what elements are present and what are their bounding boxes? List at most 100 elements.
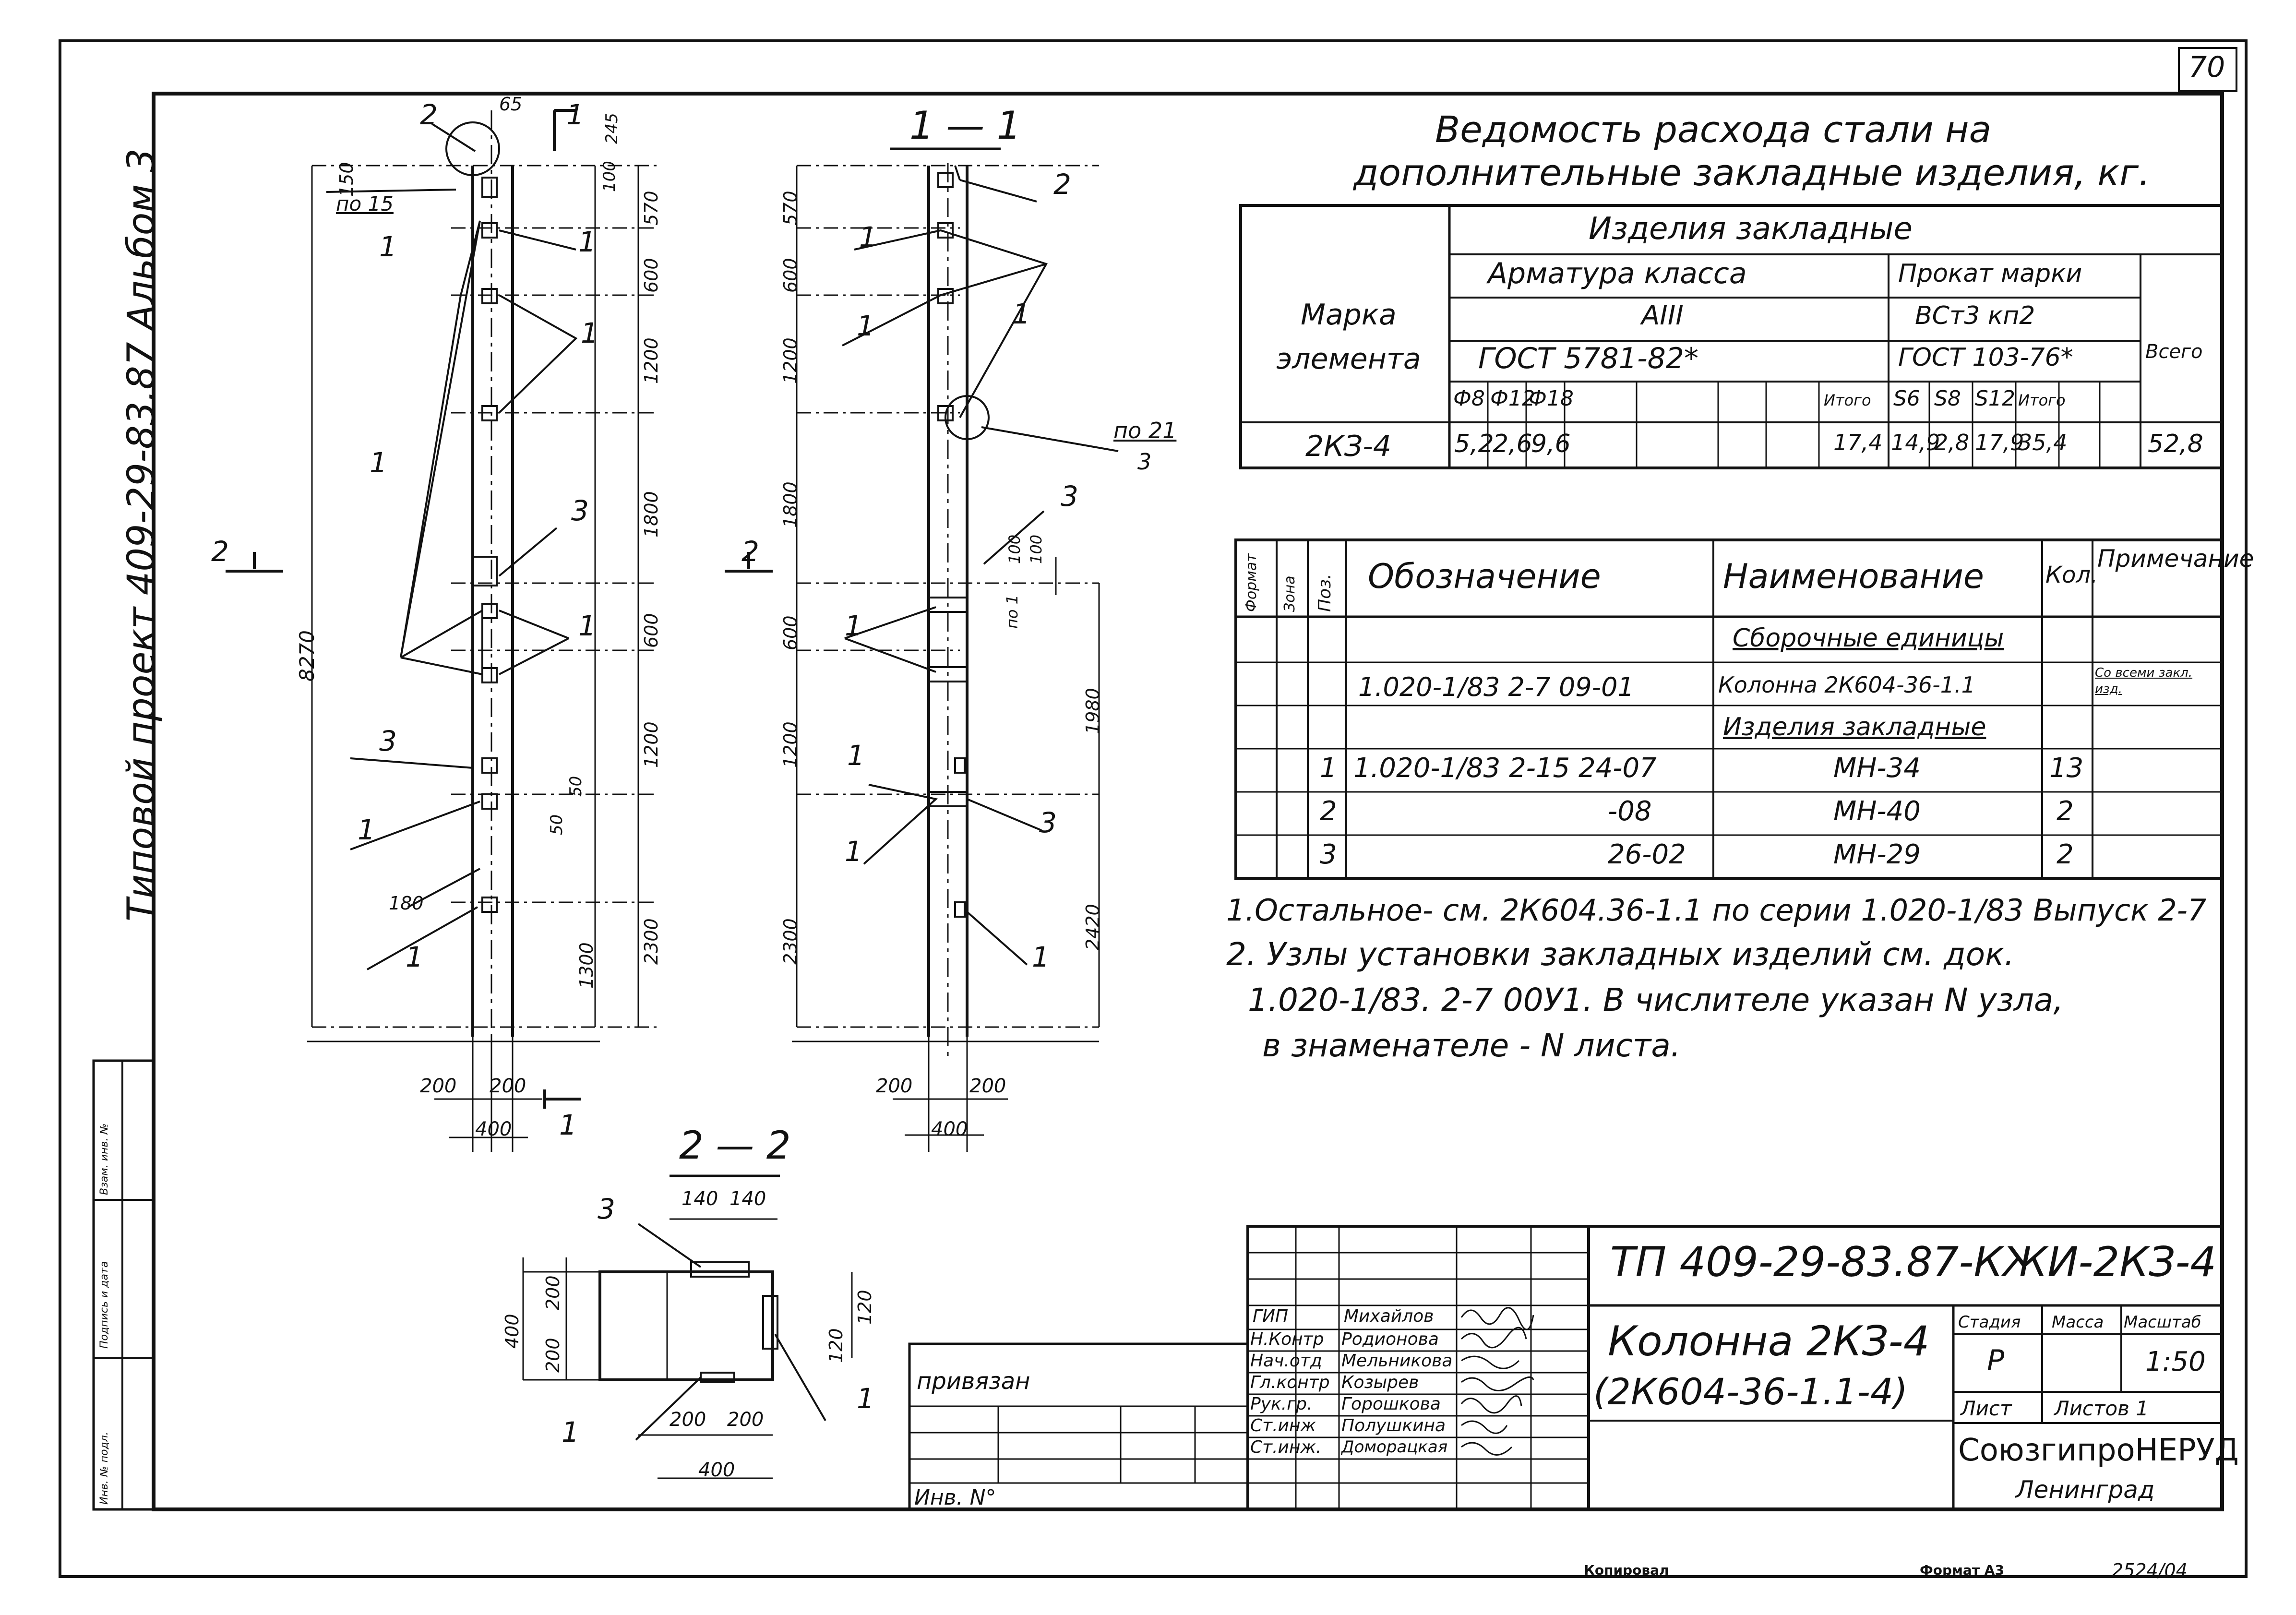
side-elev-1200b: 1200 (780, 721, 801, 768)
title-stage-label: Стадия (1958, 1313, 2021, 1332)
steel-table-title-2: дополнительные закладные изделия, кг. (1353, 151, 2151, 194)
side-elev-600b: 600 (780, 615, 801, 650)
steel-val-f12: 2,6 (1493, 430, 1532, 458)
note-3: 1.020-1/83. 2-7 00У1. В числителе указан… (1248, 981, 2064, 1018)
spec-h-note: Примечание (2097, 545, 2254, 573)
spec-r3-name: МН-34 (1833, 753, 1921, 784)
title-org-1: СоюзгипроНЕРУД (1958, 1433, 2239, 1468)
name-2: Мельникова (1341, 1351, 1453, 1371)
front-cut-1-bottom: 1 (559, 1109, 577, 1141)
steel-rolled-grade: ВСт3 кп2 (1915, 301, 2035, 330)
front-elev-1300: 1300 (576, 942, 597, 989)
front-elev-570: 570 (641, 191, 662, 226)
steel-col-s8: S8 (1934, 386, 1961, 411)
role-5: Ст.инж (1250, 1416, 1316, 1436)
spec-r1-name: Колонна 2К604-36-1.1 (1718, 672, 1975, 698)
steel-rebar-class: АIII (1641, 300, 1684, 331)
steel-col-itogo2: Итого (2018, 391, 2066, 409)
steel-rebar: Арматура класса (1488, 257, 1747, 290)
sec22-pos-1a: 1 (857, 1382, 874, 1415)
steel-val-itogo2: 35,4 (2018, 430, 2068, 455)
spec-h-code: Обозначение (1368, 557, 1601, 596)
front-pos-1e: 1 (578, 610, 596, 642)
steel-rolled: Прокат марки (1898, 259, 2082, 288)
front-pos-1f: 1 (358, 813, 375, 846)
side-pos-1f: 1 (845, 835, 862, 868)
title-name-1: Колонна 2КЗ-4 (1608, 1317, 1930, 1365)
steel-rolled-gost: ГОСТ 103-76* (1898, 343, 2073, 372)
side-pos-1c: 1 (857, 310, 874, 342)
front-pos-2: 2 (420, 98, 438, 131)
front-pos-1a: 1 (379, 230, 397, 263)
role-2: Нач.отд (1250, 1351, 1322, 1371)
steel-table-grid (1239, 204, 2224, 469)
section-2-2-title: 2 — 2 (679, 1123, 791, 1168)
title-sheets-label: Листов 1 (2054, 1397, 2149, 1420)
section-1-1-title: 1 — 1 (909, 103, 1021, 148)
sec22-left-400: 400 (502, 1314, 523, 1349)
front-dim-245: 245 (602, 113, 622, 144)
title-mass-label: Масса (2052, 1313, 2104, 1332)
title-code: ТП 409-29-83.87-КЖИ-2КЗ-4 (1610, 1238, 2217, 1286)
spec-h-pos: Поз. (1315, 574, 1335, 612)
front-bot-200b: 200 (490, 1075, 526, 1097)
name-6: Доморацкая (1341, 1437, 1448, 1457)
sec22-top-140b: 140 (729, 1188, 766, 1210)
title-sheet-label: Лист (1961, 1397, 2012, 1420)
side-pos-1b: 1 (1013, 298, 1030, 330)
role-4: Рук.гр. (1250, 1394, 1313, 1414)
title-scale-label: Масштаб (2124, 1313, 2201, 1332)
strip-sign-label: Подпись и дата (98, 1261, 110, 1349)
steel-val-total: 52,8 (2148, 430, 2203, 458)
side-elev-1200: 1200 (780, 337, 801, 384)
front-elev-total: 8270 (295, 630, 319, 682)
sheet-number: 70 (2188, 50, 2225, 84)
spec-r1-code: 1.020-1/83 2-7 09-01 (1358, 672, 1634, 702)
sec22-bot-200a: 200 (670, 1409, 706, 1431)
sheet-number-box (2178, 47, 2237, 92)
front-pos-1c: 1 (581, 317, 598, 349)
front-bot-400: 400 (475, 1118, 512, 1140)
steel-col-mark: Марка элемента (1276, 298, 1421, 376)
spec-r3-code: 1.020-1/83 2-15 24-07 (1353, 753, 1657, 784)
section-2-2 (522, 1174, 853, 1479)
front-elev-1800: 1800 (641, 491, 662, 538)
left-strip (92, 1059, 155, 1511)
front-elev-1200a: 1200 (641, 337, 662, 384)
front-view (226, 109, 658, 1152)
steel-col-itogo1: Итого (1824, 391, 1871, 409)
spec-h-zone: Зона (1281, 575, 1298, 612)
title-name-2: (2К604-36-1.1-4) (1593, 1370, 1908, 1413)
front-pos-3b: 3 (379, 725, 397, 757)
sec22-bot-200b: 200 (727, 1409, 764, 1431)
name-3: Козырев (1341, 1373, 1419, 1392)
spec-r4-code: -08 (1608, 796, 1652, 827)
steel-group: Изделия закладные (1589, 211, 1913, 247)
spec-r4-qty: 2 (2057, 796, 2074, 827)
note-1: 1.Остальное- см. 2К604.36-1.1 по серии 1… (1226, 893, 2207, 928)
front-dim-65: 65 (499, 94, 523, 115)
name-1: Родионова (1341, 1329, 1439, 1349)
margin-title: Типовой проект 409-29-83.87 Альбом 3 (120, 148, 163, 921)
note-2: 2. Узлы установки закладных изделий см. … (1226, 936, 2014, 973)
sec22-right-120a: 120 (854, 1290, 875, 1325)
side-elev-570: 570 (780, 191, 801, 226)
side-pos-1d: 1 (845, 610, 862, 642)
front-dim-100: 100 (600, 161, 619, 192)
side-node-label3: по 1 (1003, 594, 1021, 629)
steel-val-s6: 14,9 (1891, 430, 1940, 455)
front-bot-200a: 200 (420, 1075, 457, 1097)
footer-copied: Копировал (1584, 1562, 1669, 1578)
spec-r5-code: 26-02 (1608, 839, 1686, 870)
side-elev-2300: 2300 (780, 918, 801, 965)
strip-replace-label: Взам. инв. № (98, 1123, 110, 1195)
spec-r5-qty: 2 (2057, 839, 2074, 870)
side-bot-200a: 200 (876, 1075, 913, 1097)
front-node-label: по 15 (336, 192, 394, 215)
front-dim-50b: 50 (566, 776, 586, 797)
spec-r5-pos: 3 (1320, 839, 1337, 870)
sec22-top-140a: 140 (682, 1188, 718, 1210)
side-node-bot: 3 (1137, 449, 1152, 475)
front-pos-1b: 1 (578, 226, 596, 258)
